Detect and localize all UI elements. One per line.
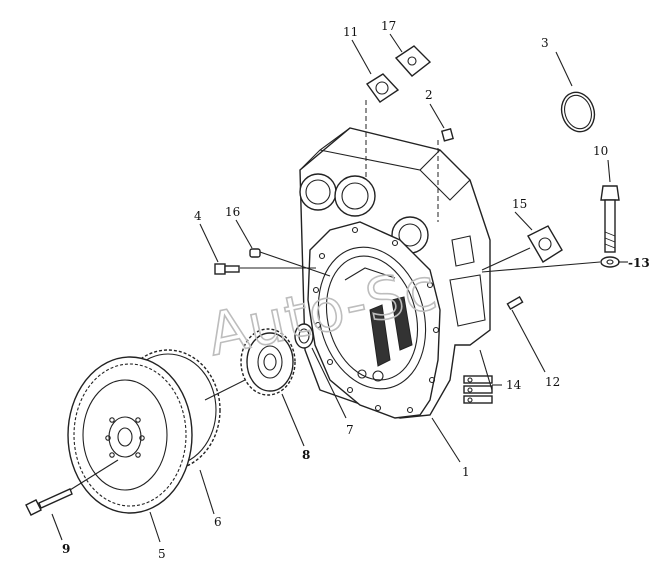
callout-labels: 1 2 3 4 5 6 7 8 9 10 11 12 -13 14 15 16 … xyxy=(62,19,650,561)
part-4-bolt xyxy=(214,263,240,275)
part-17-top-cover xyxy=(394,45,432,77)
callout-9: 9 xyxy=(62,542,70,556)
callout-15: 15 xyxy=(512,197,527,211)
callout-5: 5 xyxy=(158,547,166,561)
callout-8: 8 xyxy=(302,448,310,462)
callout-17: 17 xyxy=(381,19,396,33)
callout-13: -13 xyxy=(628,256,650,270)
part-11-gasket xyxy=(365,73,400,103)
callout-1: 1 xyxy=(462,465,470,479)
callout-4: 4 xyxy=(194,209,202,223)
callout-11: 11 xyxy=(343,25,358,39)
part-15-cover-plate xyxy=(527,225,563,263)
part-5-flywheel xyxy=(67,356,193,514)
part-7-seal xyxy=(294,323,314,349)
part-10-long-bolt xyxy=(600,185,620,253)
callout-3: 3 xyxy=(541,36,549,50)
part-16-pin xyxy=(249,248,261,258)
part-9-bolt xyxy=(25,488,73,516)
callout-12: 12 xyxy=(545,375,560,389)
callout-6: 6 xyxy=(214,515,222,529)
part-12-dowel-pin xyxy=(506,295,524,311)
part-13-washer xyxy=(600,256,620,268)
callout-14: 14 xyxy=(506,378,522,392)
part-3-o-ring xyxy=(560,91,596,133)
callout-7: 7 xyxy=(346,423,354,437)
part-2-plug xyxy=(440,128,454,142)
part-8-gear xyxy=(240,328,296,396)
callout-10: 10 xyxy=(593,144,608,158)
part-14-clips xyxy=(463,375,493,404)
leader-lines xyxy=(51,33,628,543)
callout-16: 16 xyxy=(225,205,240,219)
callout-2: 2 xyxy=(425,88,433,102)
part-1-housing xyxy=(299,127,491,419)
